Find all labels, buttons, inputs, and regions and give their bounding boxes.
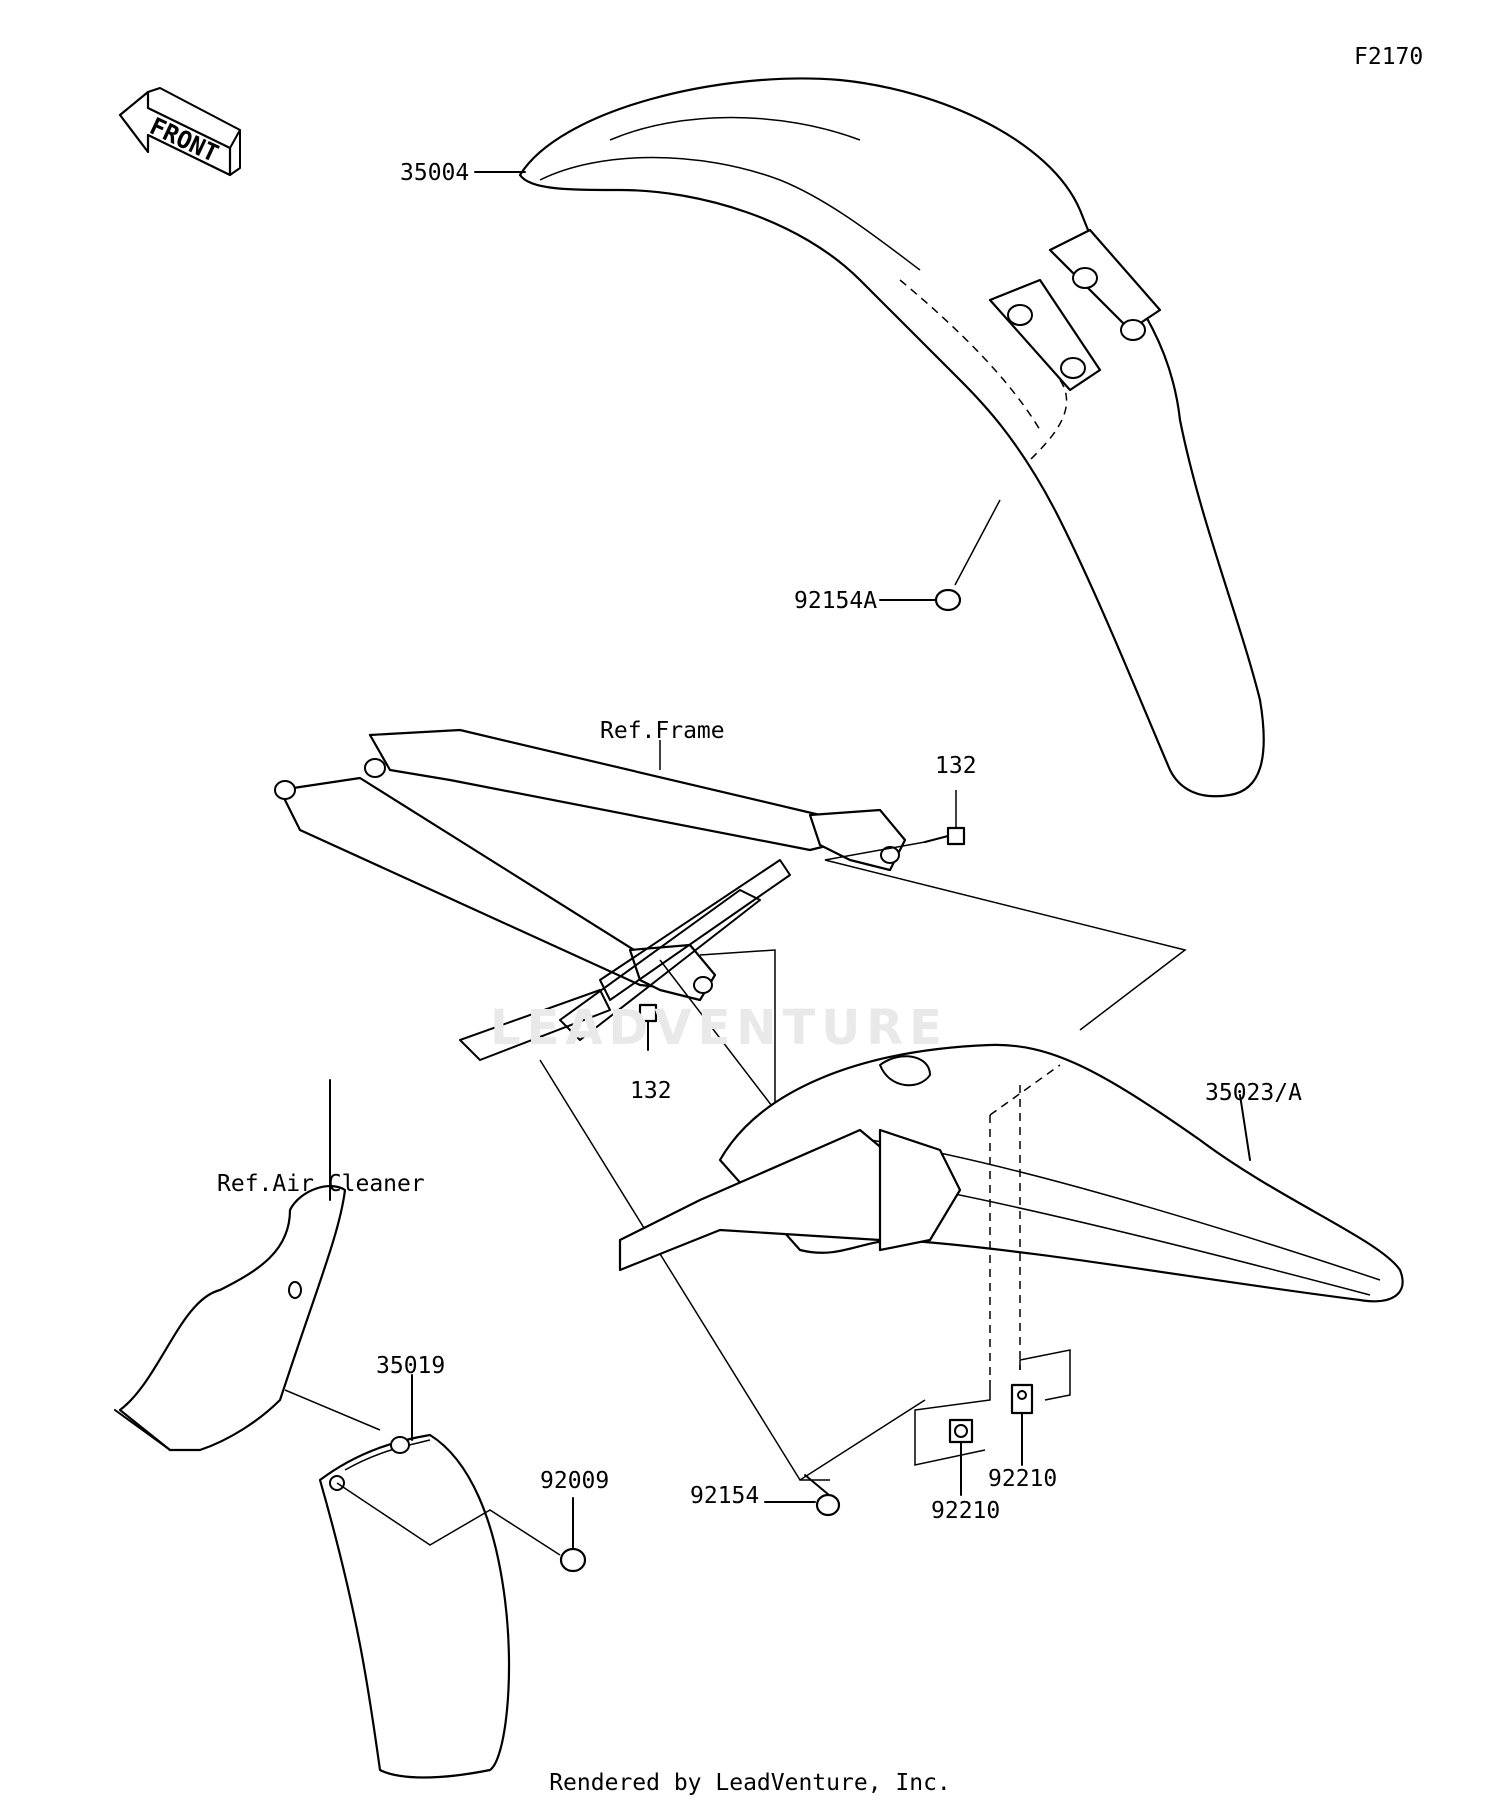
part-label-92210-right[interactable]: 92210 — [988, 1466, 1058, 1492]
part-label-132-upper[interactable]: 132 — [935, 753, 977, 779]
part-label-35004[interactable]: 35004 — [400, 160, 470, 186]
part-label-92154[interactable]: 92154 — [690, 1483, 760, 1509]
front-label: FRONT — [145, 112, 222, 168]
part-label-92009[interactable]: 92009 — [540, 1468, 610, 1494]
front-fender-screw — [879, 499, 1001, 612]
diagram-code: F2170 — [1354, 44, 1424, 70]
rear-fender — [618, 1043, 1404, 1380]
rear-fender-bolt — [764, 1474, 841, 1517]
frame — [274, 728, 907, 1061]
part-label-92154A[interactable]: 92154A — [794, 588, 878, 614]
ref-frame-label: Ref.Frame — [600, 718, 725, 744]
part-label-35019[interactable]: 35019 — [376, 1353, 446, 1379]
front-arrow-icon: FRONT — [118, 87, 241, 177]
part-label-132-lower[interactable]: 132 — [630, 1078, 672, 1104]
part-label-35023A[interactable]: 35023/A — [1205, 1080, 1302, 1106]
air-cleaner — [114, 1079, 381, 1452]
mud-flap-screw — [336, 1482, 587, 1573]
watermark: LEADVENTURE — [490, 1000, 948, 1056]
ref-air-cleaner-label: Ref.Air Cleaner — [217, 1171, 425, 1197]
part-label-92210-left[interactable]: 92210 — [931, 1498, 1001, 1524]
bolt-upper — [924, 790, 966, 846]
bolt-lower — [638, 1003, 658, 1051]
mud-flap — [318, 1374, 511, 1779]
front-fender — [474, 77, 1265, 798]
nuts — [914, 1349, 1071, 1496]
footer-credit: Rendered by LeadVenture, Inc. — [549, 1770, 951, 1796]
